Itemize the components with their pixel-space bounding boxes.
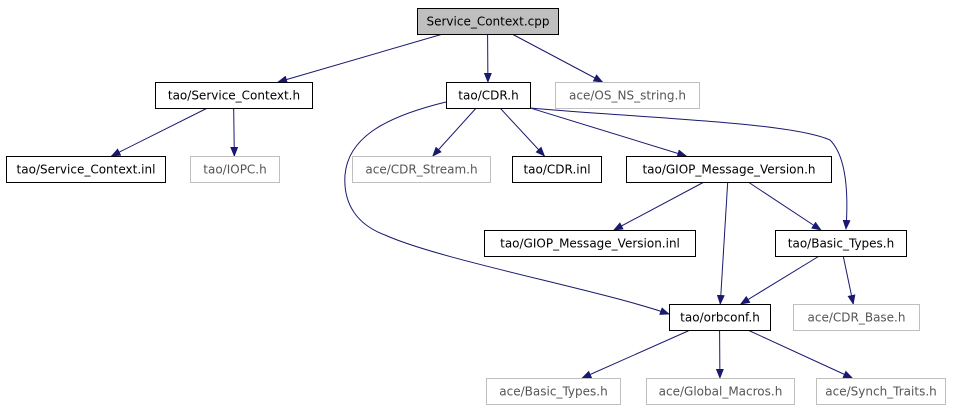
node-box (446, 82, 531, 109)
edge-basic_tao-to-orbconf (739, 255, 820, 305)
node-cdr_stream: ace/CDR_Stream.h (352, 156, 491, 183)
node-label: ace/CDR_Base.h (808, 311, 906, 325)
node-svc_h[interactable]: tao/Service_Context.h (155, 82, 313, 109)
node-box (775, 230, 907, 257)
edge-cdr_h-to-orbconf (344, 101, 670, 315)
node-layer: Service_Context.cpp tao/Service_Context.h… (6, 8, 946, 405)
edge-svc_h-to-svc_inl (110, 107, 208, 157)
node-basic_tao[interactable]: tao/Basic_Types.h (775, 230, 907, 257)
node-box (816, 378, 946, 405)
edge-cdr_h-to-giop_h (529, 107, 688, 158)
node-label: ace/Basic_Types.h (499, 385, 607, 399)
node-svc_inl[interactable]: tao/Service_Context.inl (6, 156, 166, 183)
node-label: ace/CDR_Stream.h (365, 163, 477, 177)
node-label: tao/Basic_Types.h (788, 237, 894, 251)
node-label: tao/CDR.inl (523, 163, 590, 177)
edge-svc_h-to-iopc (230, 107, 239, 157)
node-label: tao/Service_Context.inl (17, 163, 156, 177)
node-label: tao/IOPC.h (203, 163, 266, 177)
node-label: tao/Service_Context.h (168, 89, 300, 103)
edge-cdr_h-to-cdr_stream (432, 107, 477, 157)
node-box (555, 82, 700, 109)
node-iopc: tao/IOPC.h (190, 156, 280, 183)
edge-giop_h-to-orbconf (716, 181, 729, 305)
node-global: ace/Global_Macros.h (646, 378, 795, 405)
edge-cdr_h-to-basic_tao (529, 107, 851, 230)
node-box (512, 156, 602, 183)
node-box (486, 378, 621, 405)
node-orbconf[interactable]: tao/orbconf.h (669, 304, 771, 331)
node-box (6, 156, 166, 183)
edge-basic_tao-to-cdr_base (842, 255, 856, 305)
edge-giop_h-to-giop_inl (613, 181, 705, 231)
node-os_ns: ace/OS_NS_string.h (555, 82, 700, 109)
node-giop_h[interactable]: tao/GIOP_Message_Version.h (626, 156, 832, 183)
node-box (417, 8, 559, 35)
node-root[interactable]: Service_Context.cpp (417, 8, 559, 35)
node-basic_ace: ace/Basic_Types.h (486, 378, 621, 405)
node-box (155, 82, 313, 109)
node-label: ace/Global_Macros.h (659, 385, 783, 399)
node-label: tao/CDR.h (458, 89, 518, 103)
node-label: Service_Context.cpp (426, 15, 549, 29)
edge-root-to-os_ns (511, 33, 604, 83)
node-box (190, 156, 280, 183)
node-synch: ace/Synch_Traits.h (816, 378, 946, 405)
edge-root-to-svc_h (277, 33, 444, 84)
edge-orbconf-to-synch (747, 329, 854, 379)
node-box (669, 304, 771, 331)
node-box (793, 304, 920, 331)
node-box (352, 156, 491, 183)
node-cdr_inl[interactable]: tao/CDR.inl (512, 156, 602, 183)
node-label: ace/Synch_Traits.h (825, 385, 936, 399)
node-cdr_h[interactable]: tao/CDR.h (446, 82, 531, 109)
edge-giop_h-to-basic_tao (747, 181, 822, 231)
node-box (646, 378, 795, 405)
edge-layer (110, 33, 856, 379)
node-cdr_base: ace/CDR_Base.h (793, 304, 920, 331)
edge-cdr_h-to-cdr_inl (499, 107, 546, 157)
node-label: tao/orbconf.h (680, 311, 760, 325)
edge-orbconf-to-basic_ace (581, 329, 691, 379)
node-box (484, 230, 696, 257)
node-label: tao/GIOP_Message_Version.h (642, 163, 815, 177)
node-giop_inl[interactable]: tao/GIOP_Message_Version.inl (484, 230, 696, 257)
node-label: ace/OS_NS_string.h (569, 89, 686, 103)
node-box (626, 156, 832, 183)
node-label: tao/GIOP_Message_Version.inl (500, 237, 680, 251)
